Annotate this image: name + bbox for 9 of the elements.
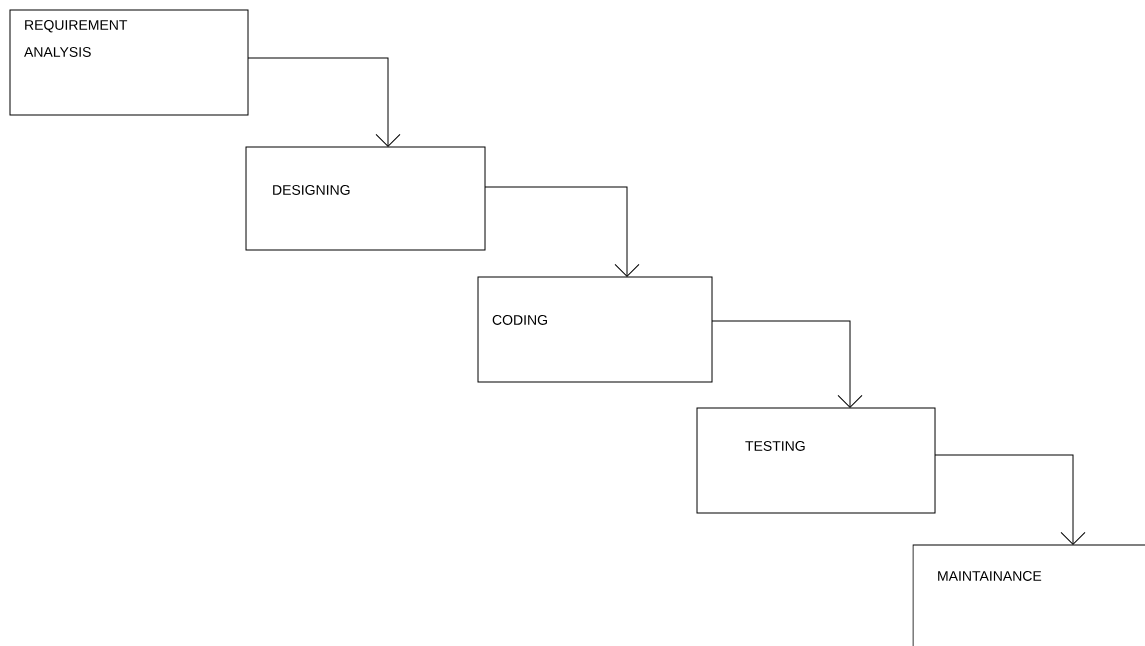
arrow bbox=[247, 57, 401, 147]
process-box: TESTING bbox=[696, 407, 936, 514]
process-box: CODING bbox=[477, 276, 713, 383]
process-box: DESIGNING bbox=[245, 146, 486, 251]
process-box: MAINTAINANCE bbox=[912, 544, 1145, 646]
process-box: REQUIREMENT ANALYSIS bbox=[9, 9, 249, 116]
arrow bbox=[711, 320, 863, 408]
arrow bbox=[934, 454, 1086, 545]
arrow bbox=[484, 186, 640, 277]
